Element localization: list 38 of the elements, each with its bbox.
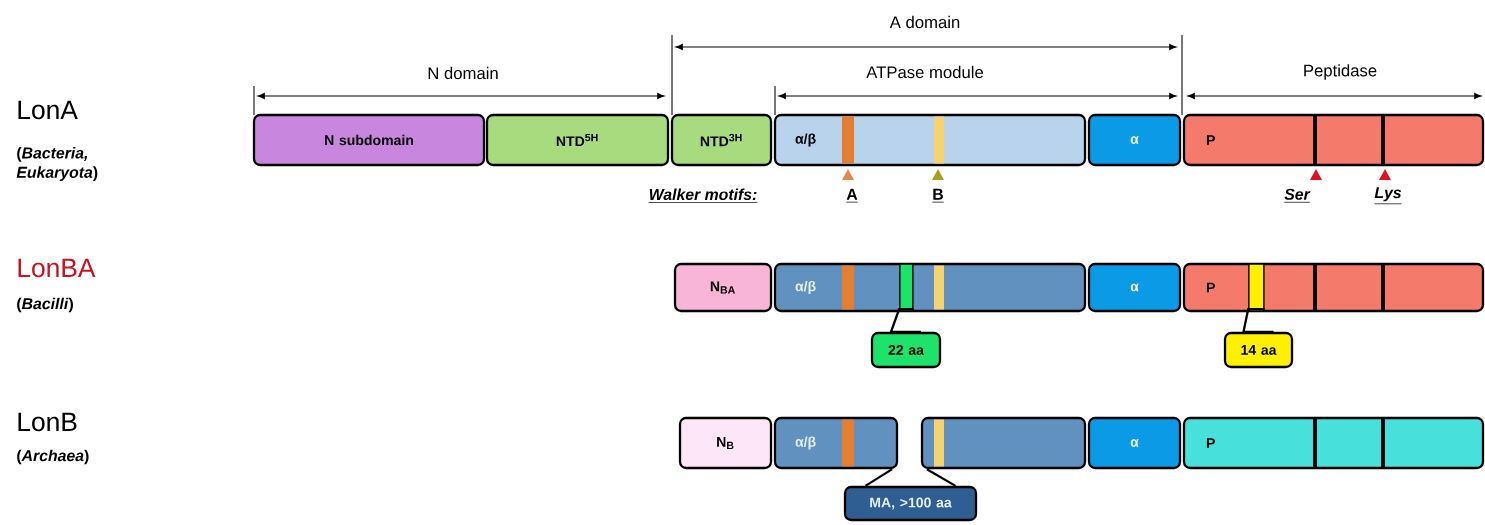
- motif-label: Ser: [1283, 188, 1311, 203]
- domain-box: [920, 416, 1087, 470]
- domain-box: NTD$^{3H}$: [670, 113, 773, 167]
- insertion-connector: [1242, 308, 1274, 333]
- domain-box: α: [1087, 416, 1182, 470]
- protein-name: LonBA: [18, 258, 96, 278]
- domain-box: α/β: [773, 416, 899, 470]
- motif-label: Lys: [1374, 187, 1402, 205]
- domain-box: P: [1182, 113, 1485, 167]
- insert-box: MA, >100 aa: [843, 485, 978, 522]
- dimension-label: N domain: [428, 66, 498, 80]
- domain-box: NTD$^{5H}$: [485, 113, 670, 167]
- insertion-band: [899, 263, 914, 312]
- organism-label: (Archaea): [17, 449, 89, 465]
- domain-box: N subdomain: [252, 113, 486, 167]
- protein-name: LonA: [18, 100, 78, 120]
- domain-box: N$_{BA}$: [673, 262, 773, 313]
- insert-box: 14 aa: [1223, 331, 1294, 369]
- dimension-label: ATPase module: [866, 65, 983, 79]
- domain-box: N$_{B}$: [678, 416, 773, 470]
- motif-label: A: [845, 188, 859, 203]
- motif-label: Walker motifs:: [648, 188, 758, 203]
- dimension-label: Peptidase: [1304, 64, 1377, 80]
- insert-box: 22 aa: [870, 331, 942, 369]
- domain-box: α: [1087, 113, 1182, 167]
- insertion-band: [1248, 263, 1265, 312]
- domain-box: α/β: [773, 113, 1087, 167]
- domain-box: α: [1087, 262, 1182, 313]
- dimension-label: A domain: [889, 15, 960, 29]
- insertion-connector: [864, 468, 893, 487]
- insertion-connector: [889, 308, 921, 333]
- motif-label: B: [931, 188, 945, 203]
- organism-label: (Bacilli): [17, 297, 73, 313]
- organism-label: (Bacteria, Eukaryota): [16, 146, 98, 182]
- domain-box: P: [1182, 262, 1485, 313]
- domain-box: P: [1182, 416, 1485, 470]
- protein-name: LonB: [18, 412, 77, 432]
- insertion-connector: [926, 468, 957, 487]
